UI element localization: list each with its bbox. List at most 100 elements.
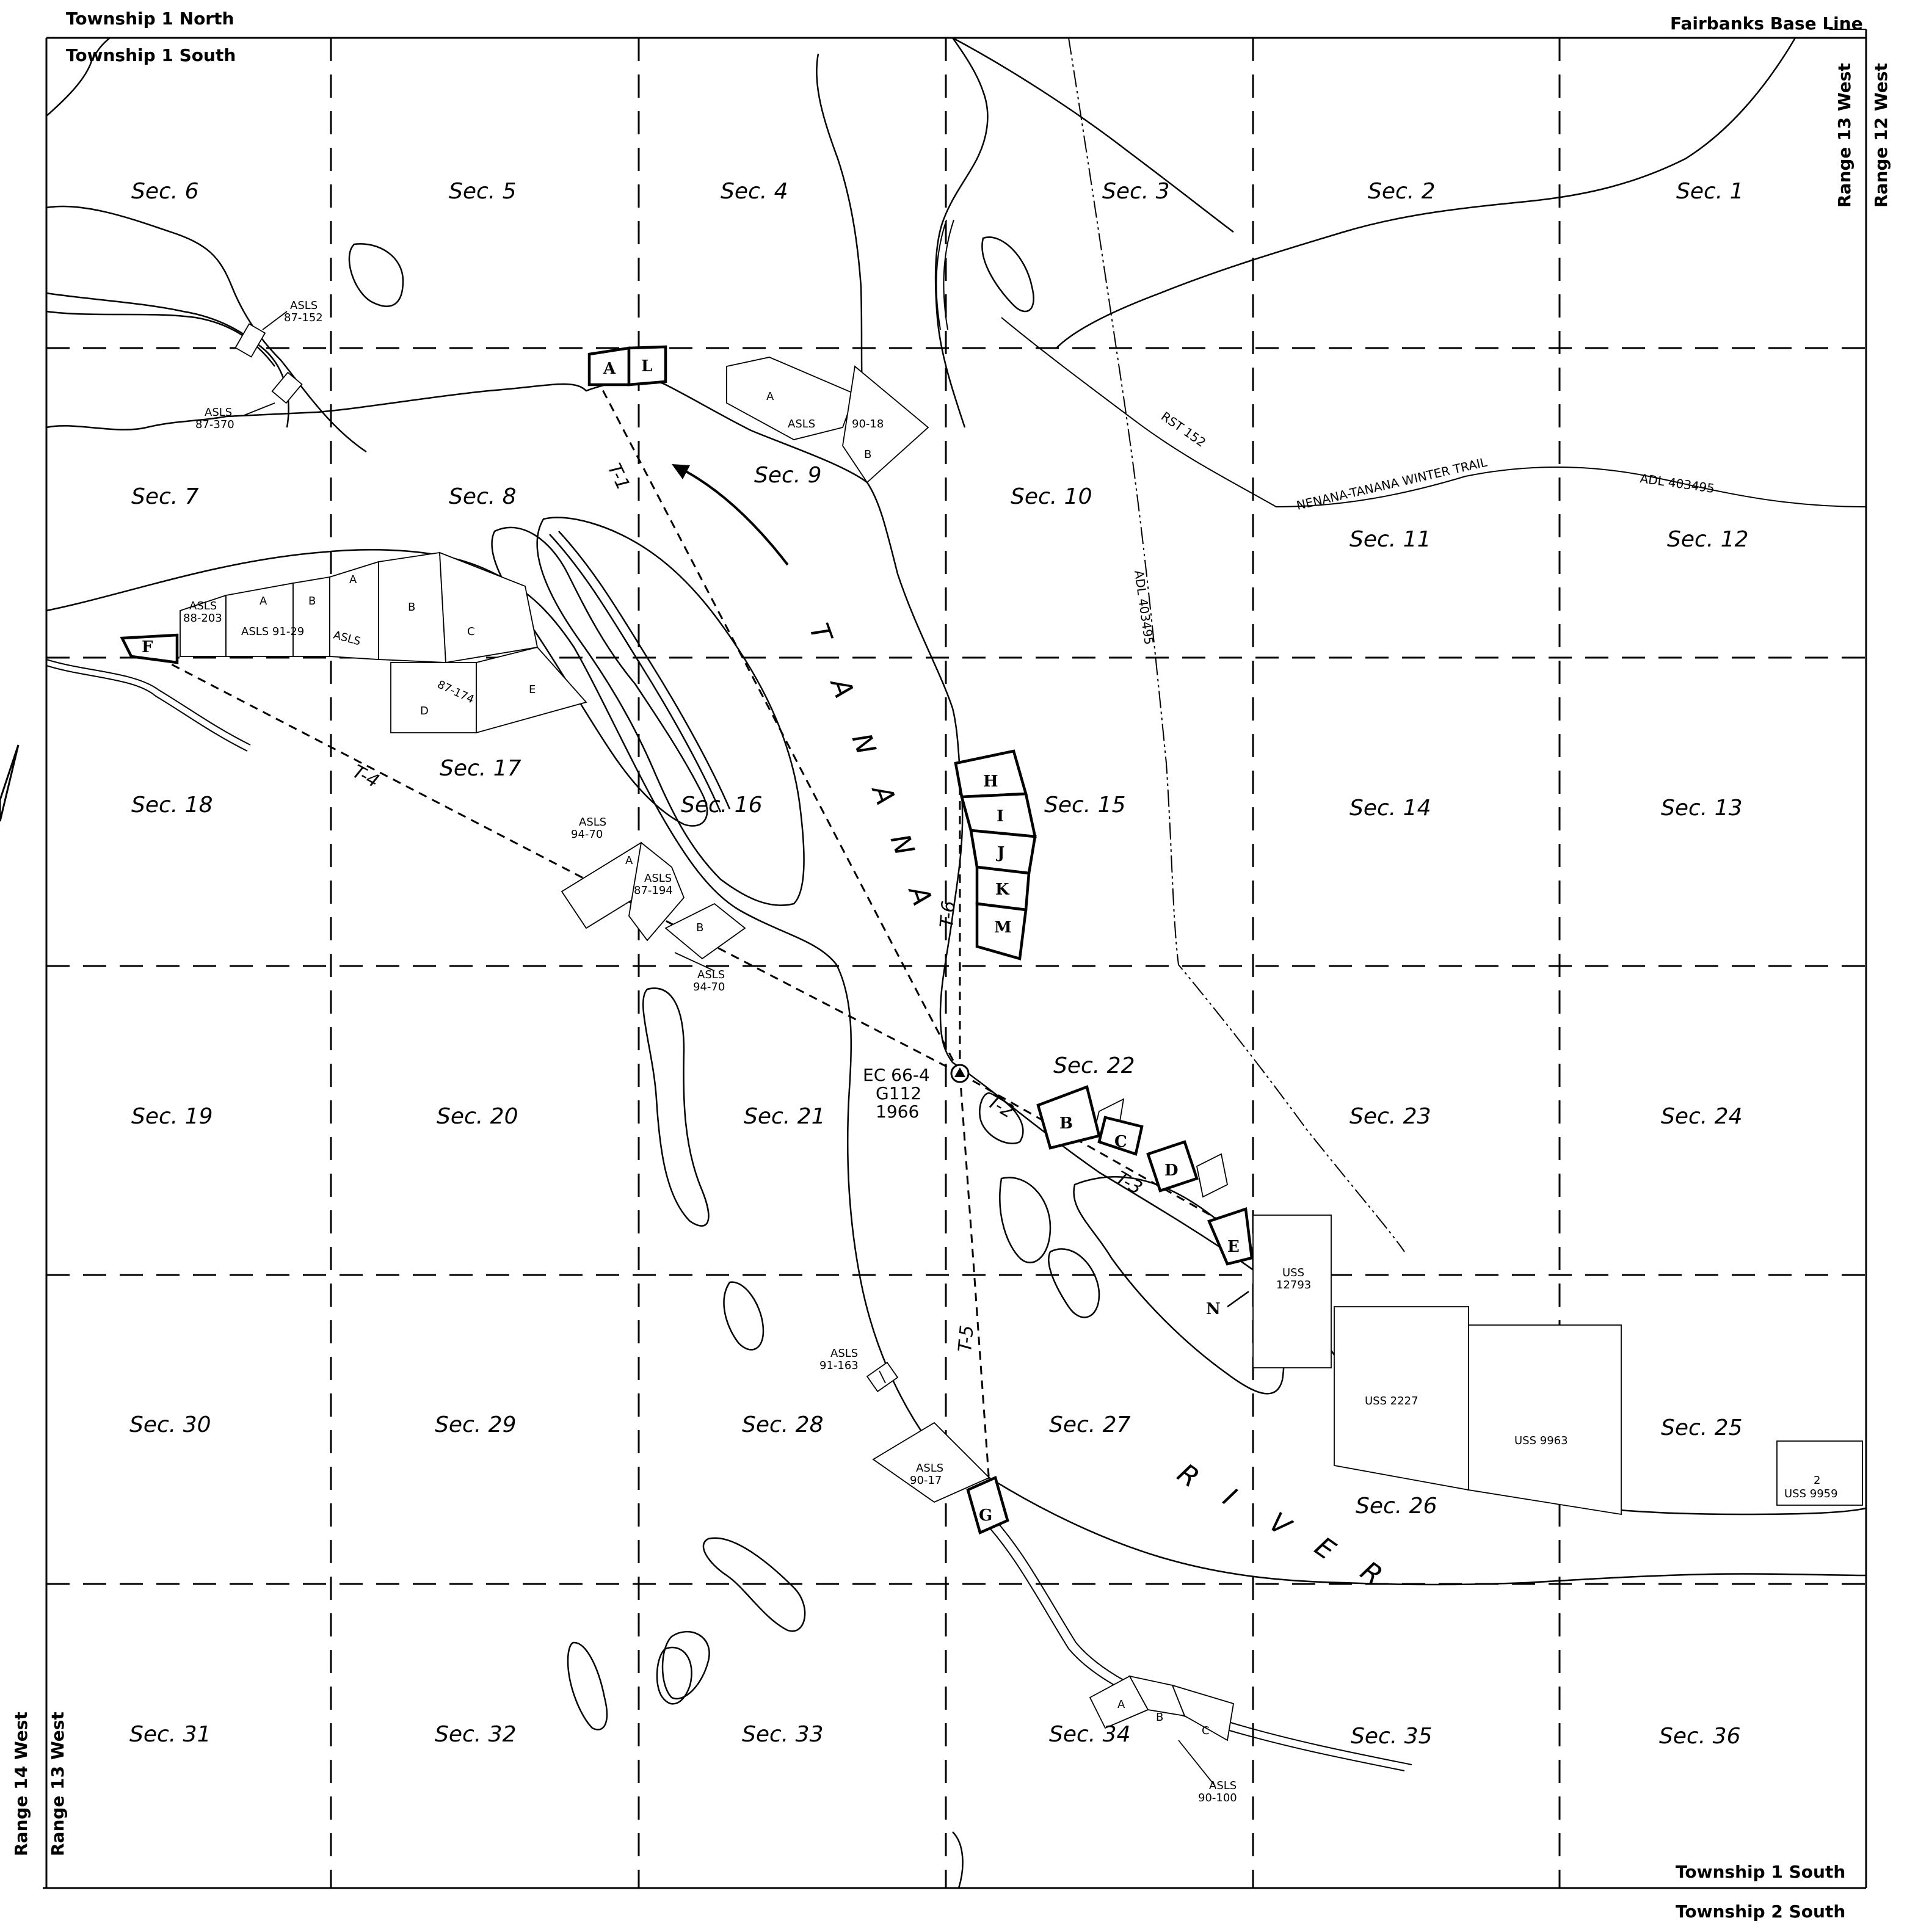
section-label: Sec. 26: [1356, 1494, 1437, 1519]
lot-label: M: [994, 918, 1012, 937]
parcel-label: 88-203: [183, 612, 222, 625]
survey-point-line3: 1966: [876, 1102, 919, 1122]
section-label: Sec. 36: [1659, 1724, 1741, 1749]
parcel-label: ASLS 91-29: [241, 625, 304, 638]
tanana-letter: A: [824, 673, 860, 703]
lot-label: D: [1164, 1161, 1179, 1180]
river-letter: R: [1172, 1458, 1205, 1494]
river-letter: I: [1218, 1482, 1242, 1512]
section-label: Sec. 12: [1667, 527, 1749, 552]
parcel-label: A: [625, 854, 633, 867]
section-label: Sec. 24: [1661, 1104, 1743, 1129]
section-label: Sec. 2: [1368, 179, 1436, 204]
tanana-letter: A: [865, 780, 901, 810]
survey-point-line1: EC 66-4: [863, 1065, 930, 1085]
township-2-south-label: Township 2 South: [1676, 1901, 1845, 1922]
range-13-west-left-label: Range 13 West: [48, 1712, 68, 1856]
section-label: Sec. 30: [129, 1412, 211, 1437]
river-letter: E: [1309, 1531, 1341, 1566]
parcel-label: USS: [1282, 1266, 1304, 1279]
section-label: Sec. 29: [435, 1412, 517, 1437]
section-grid: [46, 38, 1866, 1888]
lot-labels: A L F H I J K M B C D E N G: [142, 357, 1240, 1525]
asls-parcels: [180, 323, 1863, 1741]
parcel-label: B: [864, 448, 871, 461]
parcel-label: 94-70: [693, 981, 725, 993]
range-13-west-right-label: Range 13 West: [1834, 63, 1854, 208]
river-shorelines: [46, 37, 1867, 1889]
parcel-label: ASLS: [290, 299, 318, 312]
parcel-label: ASLS: [189, 600, 217, 612]
section-labels: Sec. 6 Sec. 5 Sec. 4 Sec. 3 Sec. 2 Sec. …: [129, 179, 1749, 1749]
north-arrow-fragment: [0, 744, 20, 822]
rst-152-label: RST 152: [1158, 409, 1208, 449]
lot-label: A: [603, 360, 616, 378]
parcel-label: B: [696, 921, 703, 934]
section-label: Sec. 23: [1349, 1104, 1431, 1129]
transect-label-t5: T-5: [954, 1324, 978, 1353]
lot-label: E: [1227, 1238, 1240, 1256]
section-label: Sec. 5: [449, 179, 517, 204]
lot-label: C: [1114, 1133, 1127, 1151]
lot-label: G: [979, 1506, 992, 1525]
section-label: Sec. 1: [1676, 179, 1744, 204]
transect-label-t4: T-4: [349, 761, 382, 793]
lot-label: K: [995, 881, 1010, 899]
parcel-label: 87-152: [284, 311, 323, 324]
section-label: Sec. 7: [131, 484, 199, 509]
adl-403495-east-label: ADL 403495: [1639, 471, 1715, 496]
parcel-label: B: [308, 595, 316, 608]
parcel-label: 91-163: [819, 1359, 859, 1372]
parcel-label: A: [349, 573, 357, 586]
parcel-label: ASLS: [788, 418, 815, 430]
parcel-label: USS 2227: [1365, 1395, 1418, 1407]
winter-trail-label: NENANA-TANANA WINTER TRAIL: [1295, 454, 1489, 512]
transect-label-t1: T-1: [603, 460, 634, 494]
section-label: Sec. 25: [1661, 1415, 1743, 1440]
survey-point-line2: G112: [876, 1083, 921, 1103]
lot-label: J: [996, 844, 1004, 862]
section-label: Sec. 13: [1661, 796, 1743, 821]
section-label: Sec. 10: [1011, 484, 1092, 509]
range-14-west-left-label: Range 14 West: [11, 1712, 31, 1856]
parcel-label: ASLS: [644, 872, 672, 885]
parcel-label: 87-370: [195, 418, 234, 431]
transect-lines: [167, 387, 1222, 1484]
section-label: Sec. 21: [744, 1104, 826, 1129]
river-letter: R: [1355, 1555, 1388, 1591]
parcel-label: ASLS: [205, 406, 232, 419]
section-label: Sec. 8: [449, 484, 517, 509]
township-north-label: Township 1 North: [66, 9, 234, 29]
adl-403495-vertical-label: ADL 403495: [1131, 569, 1157, 645]
township-south-top-label: Township 1 South: [66, 45, 236, 65]
section-label: Sec. 35: [1351, 1724, 1433, 1749]
section-label: Sec. 16: [681, 793, 763, 818]
lot-label: F: [142, 638, 153, 656]
leader-lines: [244, 311, 1216, 1787]
lot-label: I: [997, 807, 1004, 826]
parcel-label: 94-70: [571, 828, 603, 841]
parcel-label: 12793: [1276, 1279, 1311, 1291]
parcel-label: D: [420, 705, 429, 717]
section-label: Sec. 19: [131, 1104, 213, 1129]
lot-n-leader: [1227, 1290, 1249, 1308]
parcel-labels: ASLS 87-152 ASLS 87-370 A ASLS 90-18 B A…: [183, 299, 1838, 1804]
section-label: Sec. 4: [721, 179, 788, 204]
parcel-label: ASLS: [697, 968, 725, 981]
flow-arrow: [677, 466, 789, 566]
parcel-label: A: [1117, 1698, 1125, 1711]
section-label: Sec. 28: [742, 1412, 824, 1437]
map-frame: [43, 29, 1867, 1889]
section-label: Sec. 31: [129, 1722, 211, 1747]
section-label: Sec. 6: [131, 179, 199, 204]
bold-lots: [120, 345, 1254, 1535]
parcel-label: C: [467, 625, 475, 638]
lot-label: B: [1059, 1114, 1073, 1133]
section-label: Sec. 34: [1049, 1722, 1131, 1747]
section-label: Sec. 17: [440, 756, 521, 781]
section-label: Sec. 27: [1049, 1412, 1131, 1437]
river-letter: V: [1263, 1506, 1298, 1544]
parcel-label: B: [408, 601, 415, 614]
parcel-label: A: [766, 390, 774, 403]
tanana-letter: N: [884, 830, 920, 859]
